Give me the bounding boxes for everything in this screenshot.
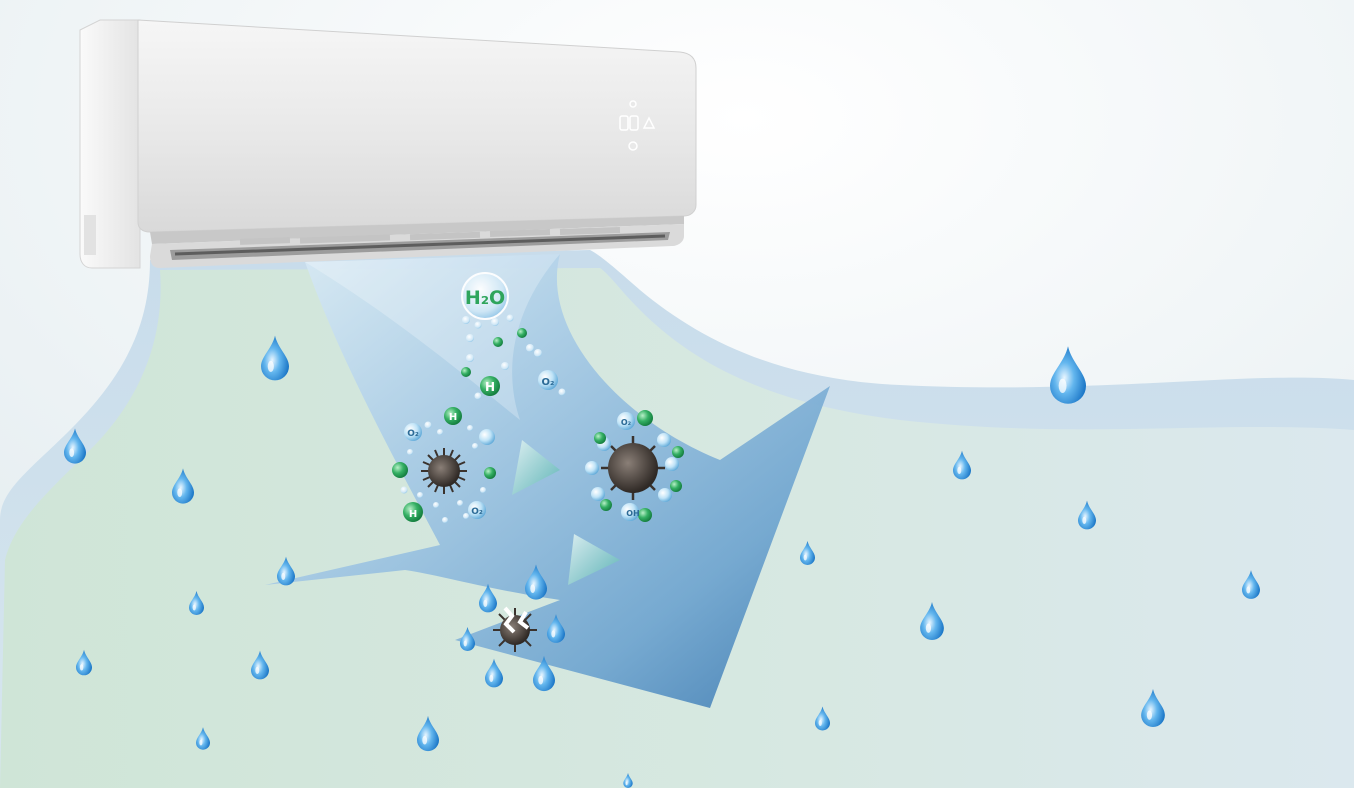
airflow-arrow-icon <box>265 254 830 708</box>
svg-text:H: H <box>449 412 457 423</box>
molecule-bubbles: H O₂ <box>461 314 566 400</box>
svg-text:H: H <box>409 509 417 520</box>
water-molecule: H₂O <box>461 272 509 320</box>
process-arrow-icon <box>568 534 620 585</box>
svg-text:OH: OH <box>626 509 640 518</box>
virus-cluster-right: O₂ OH <box>585 410 684 522</box>
process-arrow-icon <box>512 440 560 495</box>
virus-particle-icon <box>601 436 665 500</box>
virus-particle-icon <box>421 448 467 494</box>
destroyed-virus-icon <box>493 606 537 652</box>
air-conditioner-icon <box>79 19 697 269</box>
svg-text:O₂: O₂ <box>471 507 483 517</box>
svg-text:O₂: O₂ <box>542 377 555 388</box>
svg-text:O₂: O₂ <box>407 429 419 439</box>
virus-cluster-left: O₂ H H O₂ <box>392 407 496 523</box>
svg-text:H: H <box>485 380 495 394</box>
svg-text:O₂: O₂ <box>621 418 632 427</box>
ac-control-panel <box>619 100 656 151</box>
h2o-label: H₂O <box>465 287 505 309</box>
